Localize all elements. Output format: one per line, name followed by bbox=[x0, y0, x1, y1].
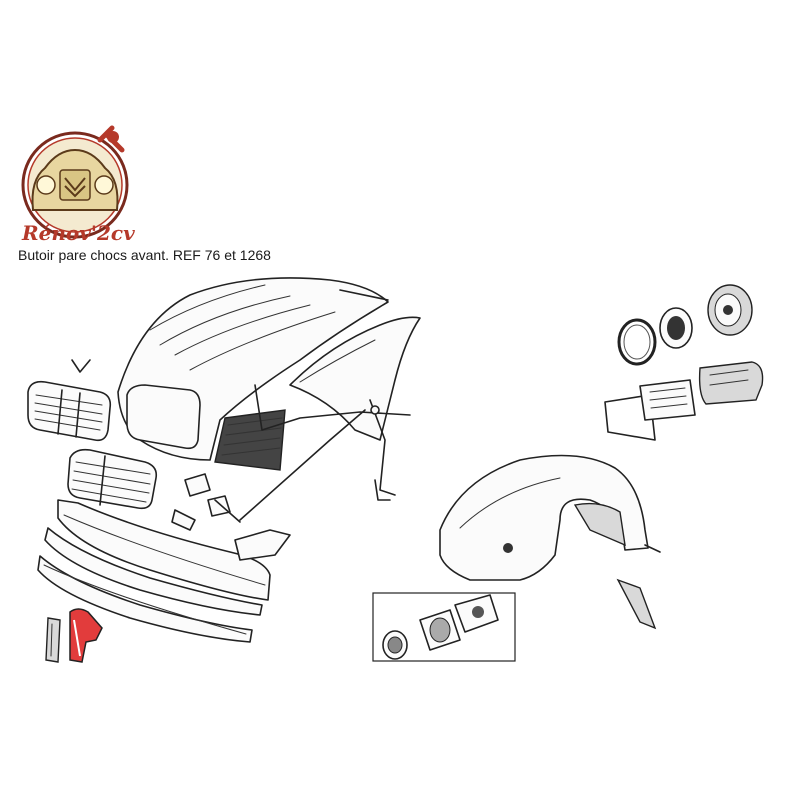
wheel-arch-wing bbox=[439, 454, 661, 581]
front-grille-part bbox=[27, 380, 112, 442]
chevron-emblem bbox=[71, 359, 91, 373]
logo-text: Rénov'2cv bbox=[21, 221, 135, 245]
headlight-lens bbox=[659, 307, 693, 349]
bonnet-part bbox=[117, 277, 389, 461]
indicator-frame bbox=[604, 394, 656, 441]
wing-bracket-part bbox=[616, 578, 657, 630]
headlight-housing bbox=[707, 284, 753, 336]
mounting-brackets bbox=[171, 473, 291, 561]
indicator-lens bbox=[639, 379, 696, 421]
renov2cv-logo bbox=[21, 125, 129, 239]
front-bumper-lower bbox=[37, 555, 253, 643]
radiator-grille-panel bbox=[214, 409, 286, 471]
bumper-overrider-highlighted bbox=[69, 608, 103, 663]
front-bumper-upper bbox=[57, 499, 271, 601]
front-bumper-middle bbox=[44, 527, 263, 616]
diagram-caption: Butoir pare chocs avant. REF 76 et 1268 bbox=[18, 247, 271, 263]
support-rods bbox=[239, 384, 411, 521]
bumper-overrider-plain bbox=[45, 617, 61, 663]
headlight-ring bbox=[617, 318, 657, 366]
lower-grille-part bbox=[67, 448, 158, 510]
indicator-housing bbox=[698, 361, 764, 405]
front-fender-part bbox=[289, 316, 421, 441]
headlamp-assembly-detail bbox=[372, 592, 516, 662]
